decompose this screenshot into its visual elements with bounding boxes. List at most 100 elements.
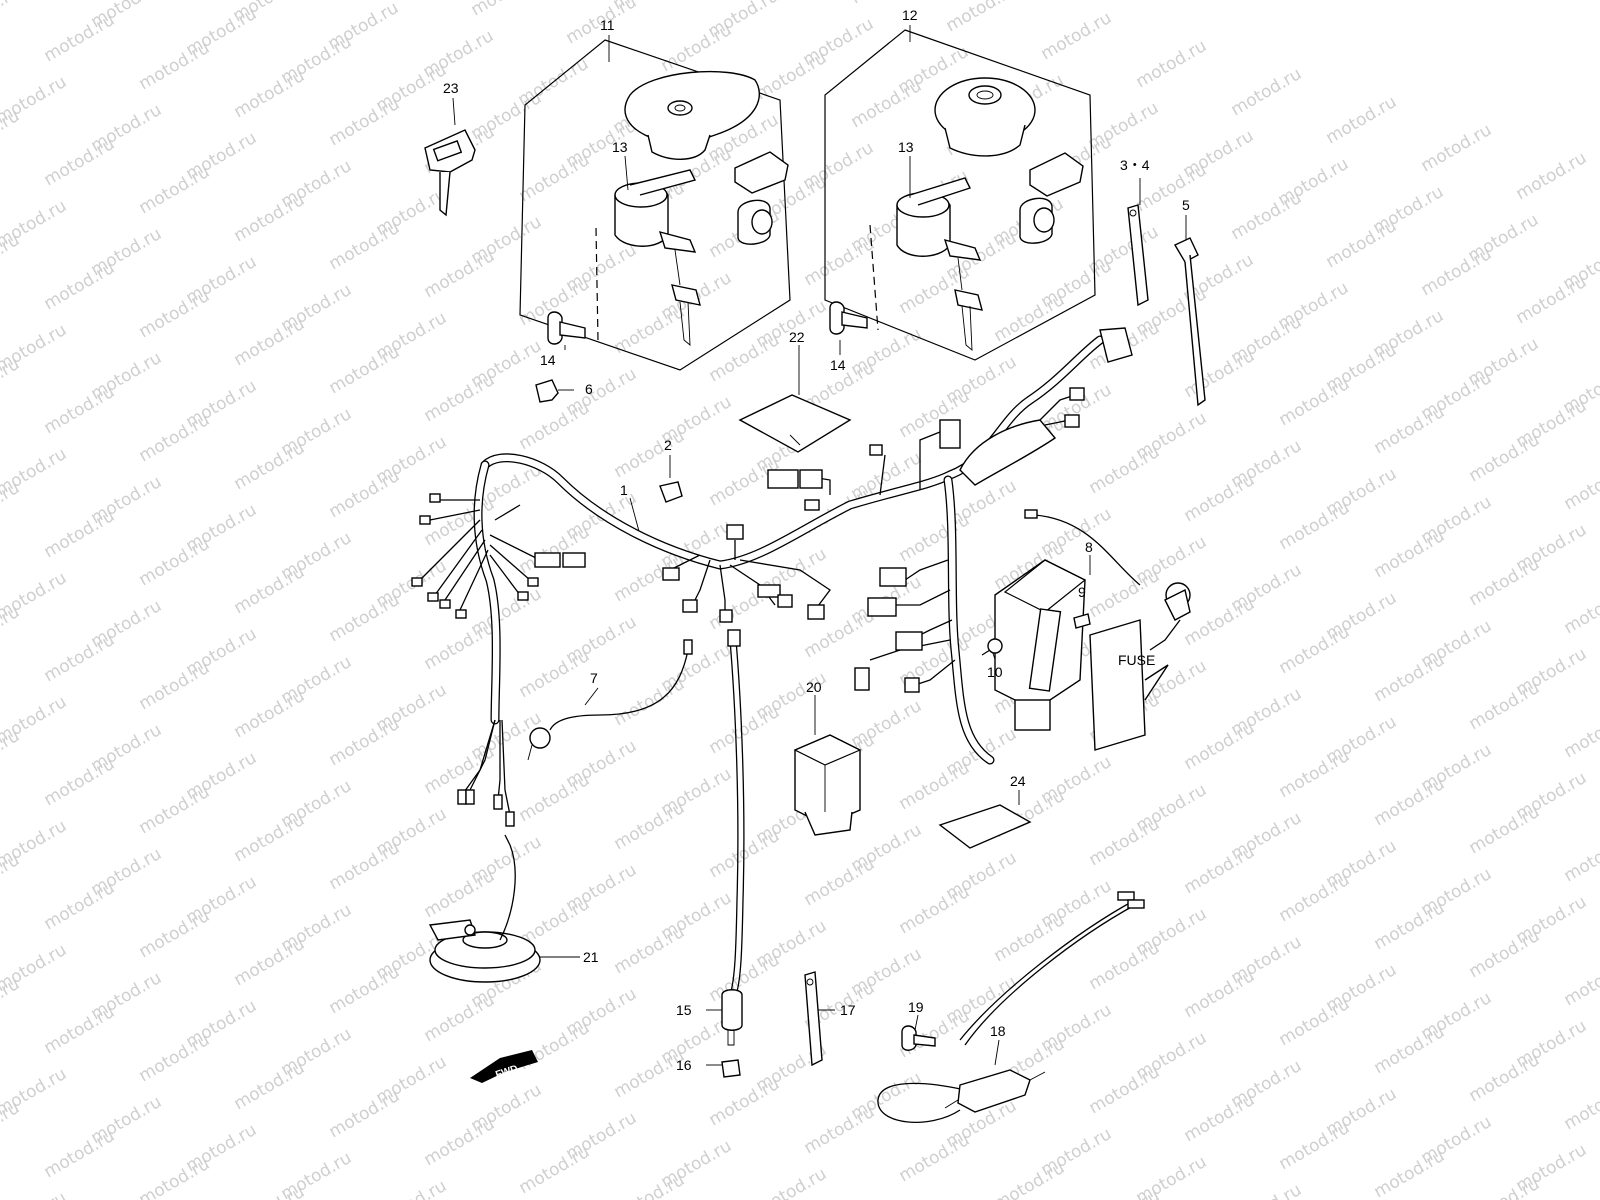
callout-11: 11 [600, 17, 615, 33]
callout-3-4: 3・4 [1120, 157, 1150, 173]
watermark-text: motod.ru [1181, 718, 1259, 774]
callout-16: 16 [676, 1057, 692, 1073]
watermark-text: motod.ru [1276, 994, 1354, 1050]
watermark-text: motod.ru [991, 1158, 1069, 1200]
watermark-text: motod.ru [41, 630, 119, 686]
ignition-lock-set-12 [824, 29, 1096, 361]
watermark-text: motod.ru [0, 0, 23, 38]
watermark-text: motod.ru [516, 398, 594, 454]
watermark-text: motod.ru [1276, 622, 1354, 678]
watermark-text: motod.ru [706, 702, 784, 758]
watermark-text: motod.ru [1466, 926, 1544, 982]
watermark-text: motod.ru [1086, 442, 1164, 498]
callout-14-right: 14 [830, 357, 846, 373]
watermark-text: motod.ru [231, 438, 309, 494]
watermark-text: motod.ru [326, 962, 404, 1018]
watermark-text: motod.ru [1371, 1022, 1449, 1078]
leader-lines [452, 25, 1187, 1066]
switch-lead-15 [721, 629, 745, 1046]
watermark-text: motod.ru [326, 218, 404, 274]
watermark-text: motod.ru [1276, 1118, 1354, 1174]
callout-13-right: 13 [898, 139, 914, 155]
callout-15: 15 [676, 1002, 692, 1018]
horn-21 [428, 719, 541, 983]
watermark-text: motod.ru [516, 522, 594, 578]
watermark-text: motod.ru [1228, 188, 1306, 244]
watermark-text: motod.ru [753, 48, 831, 104]
wiring-harness-1 [411, 327, 1133, 765]
watermark-text: motod.ru [1181, 1090, 1259, 1146]
callout-5: 5 [1182, 197, 1190, 213]
watermark-text: motod.ru [421, 370, 499, 426]
watermark-text: motod.ru [41, 754, 119, 810]
callout-13-left: 13 [612, 139, 628, 155]
callout-9: 9 [1078, 584, 1086, 600]
watermark-text: motod.ru [231, 314, 309, 370]
callout-labels: 1 2 3・4 5 6 7 8 9 10 11 12 13 13 14 14 1… [443, 7, 1190, 1073]
watermark-text: motod.ru [326, 94, 404, 150]
watermark-text: motod.ru [706, 950, 784, 1006]
watermark-text: motod.ru [1561, 582, 1600, 638]
watermark-text: motod.ru [611, 1046, 689, 1102]
watermark-text: motod.ru [1086, 938, 1164, 994]
watermark-text: motod.ru [516, 1142, 594, 1198]
watermark-text: motod.ru [896, 882, 974, 938]
watermark-text: motod.ru [801, 1102, 879, 1158]
callout-23: 23 [443, 80, 459, 96]
fuse-cover-label: FUSE [1118, 652, 1155, 668]
watermark-text: motod.ru [1038, 8, 1116, 64]
watermark-text: motod.ru [1371, 650, 1449, 706]
watermark-text: motod.ru [421, 990, 499, 1046]
watermark-text: motod.ru [516, 150, 594, 206]
pad-24 [938, 804, 1032, 849]
watermark-text: motod.ru [326, 590, 404, 646]
watermark-text: motod.ru [801, 854, 879, 910]
watermark-text: motod.ru [41, 258, 119, 314]
callout-7: 7 [590, 670, 598, 686]
bolt-14a [547, 311, 586, 345]
watermark-text: motod.ru [136, 534, 214, 590]
watermark-text: motod.ru [516, 770, 594, 826]
watermark-text: motod.ru [136, 1030, 214, 1086]
watermark-text: motod.ru [1418, 244, 1496, 300]
watermark-text: motod.ru [421, 866, 499, 922]
watermark-text: motod.ru [326, 466, 404, 522]
watermark-text: motod.ru [326, 342, 404, 398]
watermark-text: motod.ru [231, 686, 309, 742]
watermark-text: motod.ru [848, 76, 926, 132]
callout-18: 18 [990, 1023, 1006, 1039]
watermark-text: motod.ru [41, 10, 119, 66]
watermark-text: motod.ru [231, 810, 309, 866]
ignition-lock-set-11 [519, 39, 791, 371]
watermark-text: motod.ru [1418, 120, 1496, 176]
watermark-text: motod.ru [896, 1130, 974, 1186]
watermark-text: motod.ru [41, 506, 119, 562]
watermark-text: motod.ru [1228, 1180, 1306, 1200]
watermark-text: motod.ru [1276, 374, 1354, 430]
watermark-text: motod.ru [706, 330, 784, 386]
relay-20 [793, 734, 862, 836]
watermark-text: motod.ru [1561, 458, 1600, 514]
watermark-text: motod.ru [658, 20, 736, 76]
watermark-text: motod.ru [1513, 272, 1591, 328]
watermark-text: motod.ru [1371, 774, 1449, 830]
watermark-text: motod.ru [1371, 526, 1449, 582]
watermark-text: motod.ru [421, 246, 499, 302]
watermark-text: motod.ru [706, 1074, 784, 1130]
watermark-text: motod.ru [611, 922, 689, 978]
watermark-text: motod.ru [231, 934, 309, 990]
watermark-text: motod.ru [41, 1126, 119, 1182]
watermark-text: motod.ru [231, 562, 309, 618]
watermark-text: motod.ru [421, 618, 499, 674]
watermark-text: motod.ru [326, 838, 404, 894]
callout-8: 8 [1085, 539, 1093, 555]
watermark-text: motod.ru [136, 410, 214, 466]
clamp-17 [804, 971, 823, 1067]
fuse-9 [1073, 613, 1091, 629]
watermark-text: motod.ru [1466, 430, 1544, 486]
watermark-text: motod.ru [611, 798, 689, 854]
watermark-text: motod.ru [136, 782, 214, 838]
watermark-text: motod.ru [943, 0, 1021, 36]
